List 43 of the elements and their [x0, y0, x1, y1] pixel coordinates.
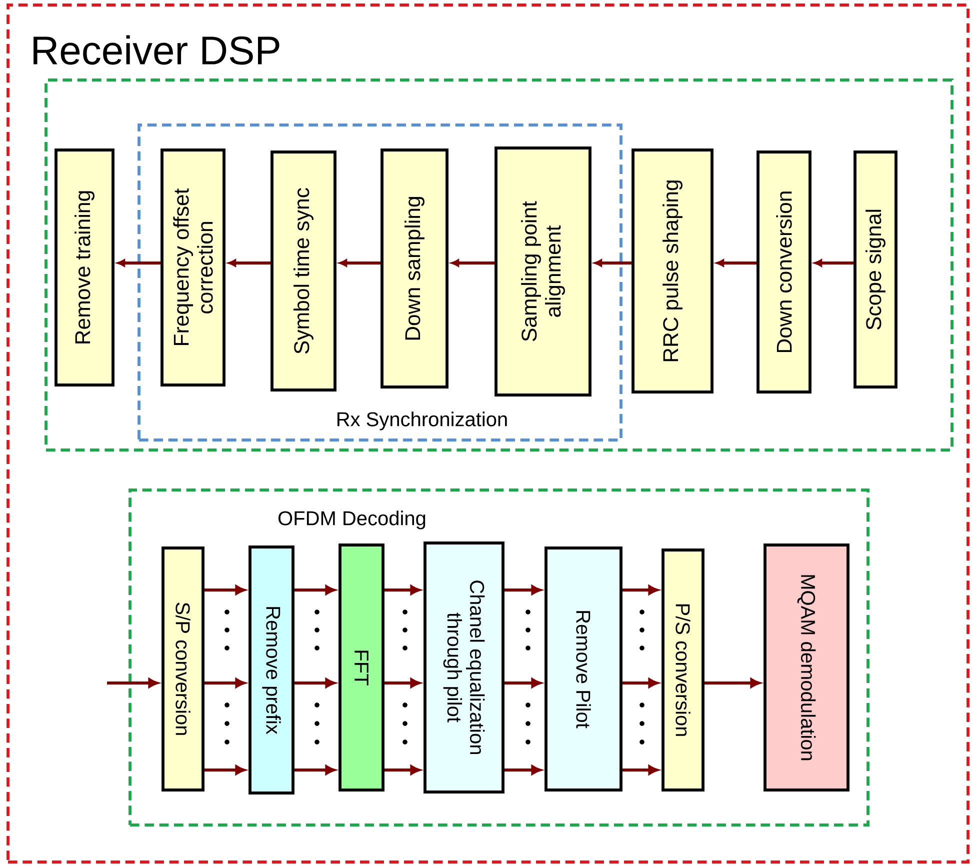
arrow [384, 678, 420, 688]
diagram-title: Receiver DSP [34, 35, 280, 65]
arrow [504, 765, 542, 775]
process-box: Remove training [54, 148, 114, 386]
arrow [204, 765, 246, 775]
arrow [384, 585, 420, 595]
process-box: Scope signal [854, 150, 898, 388]
arrow [204, 678, 246, 688]
process-box: Remove Pilot [544, 546, 622, 792]
process-box: Frequency offset correction [160, 148, 226, 386]
process-box: Remove prefix [248, 546, 294, 794]
arrow [294, 678, 336, 688]
arrow [451, 259, 495, 267]
arrow [339, 259, 381, 267]
arrow [716, 259, 757, 267]
arrow [594, 259, 632, 267]
group-heading: OFDM Decoding [278, 510, 426, 530]
arrow [204, 585, 246, 595]
process-box: Sampling point alignment [494, 146, 592, 396]
arrow [814, 259, 854, 267]
arrow [117, 259, 161, 267]
arrow [294, 585, 336, 595]
process-box: Down sampling [380, 148, 448, 388]
arrow [504, 585, 542, 595]
arrow [504, 678, 542, 688]
process-box: S/P conversion [162, 546, 204, 792]
arrow [384, 765, 420, 775]
process-box: Down conversion [756, 150, 812, 394]
process-box: Chanel equalization through pilot [424, 542, 504, 794]
dashed-group-frame [44, 78, 954, 452]
process-box: Symbol time sync [270, 150, 336, 392]
process-box: P/S conversion [662, 548, 704, 792]
process-box: MQAM demodulation [764, 544, 850, 792]
arrow [107, 678, 158, 688]
arrow [704, 678, 760, 688]
process-box: FFT [338, 544, 384, 792]
arrow [622, 678, 658, 688]
arrow [622, 765, 658, 775]
process-box: RRC pulse shaping [632, 148, 714, 394]
arrow [228, 259, 271, 267]
arrow [294, 765, 336, 775]
arrow [622, 585, 658, 595]
group-heading: Rx Synchronization [337, 412, 507, 430]
